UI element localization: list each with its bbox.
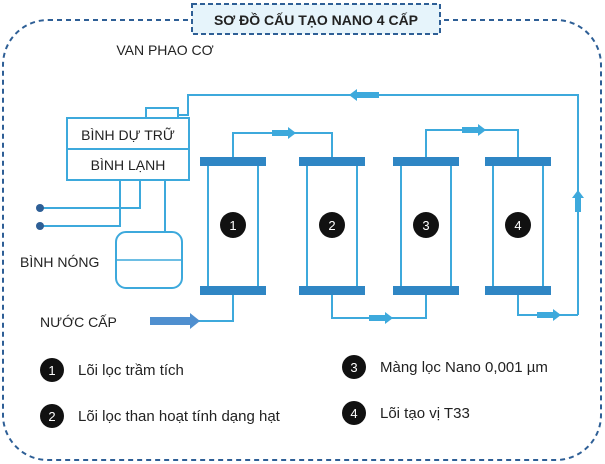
filter-bottom-cap [485,286,551,295]
legend-label: Màng lọc Nano 0,001 µm [380,359,548,376]
filter-number: 4 [514,218,521,233]
legend-item: 1 Lõi lọc trầm tích [40,358,184,382]
filter-4: 4 [485,157,551,295]
legend-number: 3 [350,360,357,375]
title-box [191,3,441,35]
legend-number-badge [40,358,64,382]
cold-tank-label: BÌNH LẠNH [91,157,166,173]
supply-water-label: NƯỚC CẤP [40,314,117,330]
filter-housing [207,159,259,291]
legend-number-badge [40,404,64,428]
float-valve [145,107,179,119]
pipe-1-2-top [232,132,333,160]
legend-number-badge [342,401,366,425]
legend: 1 Lõi lọc trầm tích 2 Lõi lọc than hoạt tín… [40,355,548,428]
legend-label: Lõi lọc than hoạt tính dạng hạt [78,408,281,425]
diagram-title: SƠ ĐỒ CẤU TẠO NANO 4 CẤP [214,11,418,28]
legend-item: 2 Lõi lọc than hoạt tính dạng hạt [40,404,281,428]
filter-bottom-cap [299,286,365,295]
filter-number-badge [413,212,439,238]
filter-bottom-cap [200,286,266,295]
filter-top-cap [200,157,266,166]
legend-item: 4 Lõi tạo vị T33 [342,401,470,425]
hot-tank-label: BÌNH NÓNG [20,254,99,270]
pipe-2-3-bottom [331,292,427,319]
legend-label: Lõi lọc trầm tích [78,362,184,379]
filter-1: 1 [200,157,266,295]
filter-bottom-cap [393,286,459,295]
outlet-taps [36,180,141,230]
legend-number: 2 [48,409,55,424]
filter-3: 3 [393,157,459,295]
filter-number-badge [319,212,345,238]
pipe-4-out-bottom [517,292,578,316]
filter-top-cap [299,157,365,166]
legend-number: 1 [48,363,55,378]
filter-number: 2 [328,218,335,233]
filter-2: 2 [299,157,365,295]
filter-number-badge [505,212,531,238]
filter-number: 1 [229,218,236,233]
filter-number: 3 [422,218,429,233]
legend-number: 4 [350,406,357,421]
return-pipe [178,94,579,315]
pipe-3-4-top [425,129,519,160]
storage-tank-label: BÌNH DỰ TRỮ [81,127,175,143]
filter-number-badge [220,212,246,238]
flow-arrows [150,89,584,329]
filter-top-cap [393,157,459,166]
legend-label: Lõi tạo vị T33 [380,405,470,422]
legend-number-badge [342,355,366,379]
filter-top-cap [485,157,551,166]
filter-group: 1 2 3 4 [200,157,551,295]
float-valve-label: VAN PHAO CƠ [116,42,213,58]
legend-item: 3 Màng lọc Nano 0,001 µm [342,355,548,379]
